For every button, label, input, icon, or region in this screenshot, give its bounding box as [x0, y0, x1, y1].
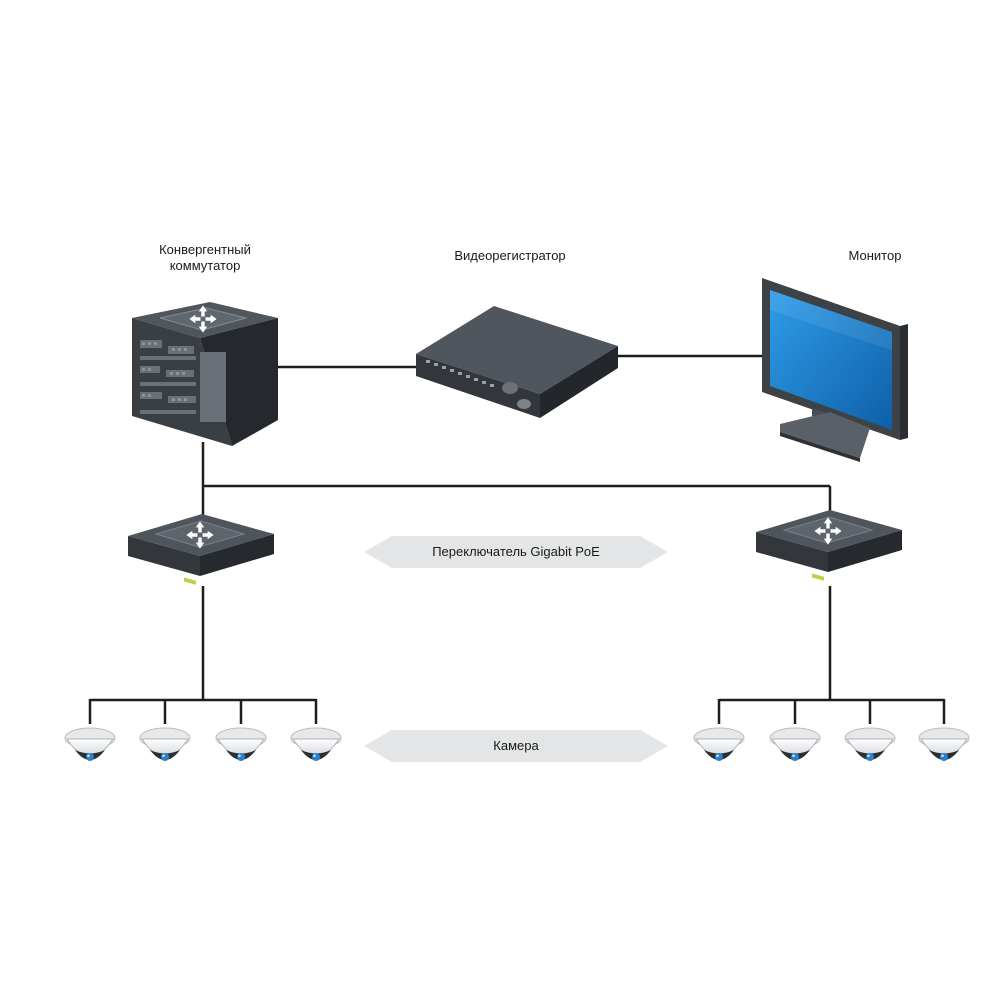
dvr-icon [416, 306, 618, 418]
camera-label-arrow [364, 730, 668, 762]
camera-label: Камера [493, 738, 539, 753]
dome-camera-icon-3 [215, 727, 267, 762]
core-switch-label-line-1: Конвергентный [159, 242, 251, 257]
monitor-label: Монитор [848, 248, 902, 263]
dome-camera-icon-8 [918, 727, 970, 762]
dome-camera-icon-2 [139, 727, 191, 762]
dvr-label: Видеорегистратор [454, 248, 566, 263]
dome-camera-icon-1 [64, 727, 116, 762]
dome-camera-icon-5 [693, 727, 745, 762]
poe-switch-label: Переключатель Gigabit PoE [432, 544, 600, 559]
core-switch-label: Конвергентный коммутатор [140, 242, 270, 274]
dome-camera-icon-4 [290, 727, 342, 762]
core-switch-label-line-2: коммутатор [169, 258, 241, 273]
poe-switch-icon-right [756, 510, 902, 581]
dome-camera-icon-7 [844, 727, 896, 762]
core-switch-icon [132, 302, 278, 446]
poe-switch-icon-left [128, 514, 274, 585]
dome-camera-icon-6 [769, 727, 821, 762]
poe-switch-label-arrow [364, 536, 668, 568]
connection-lines [88, 354, 946, 724]
monitor-icon [762, 278, 908, 462]
